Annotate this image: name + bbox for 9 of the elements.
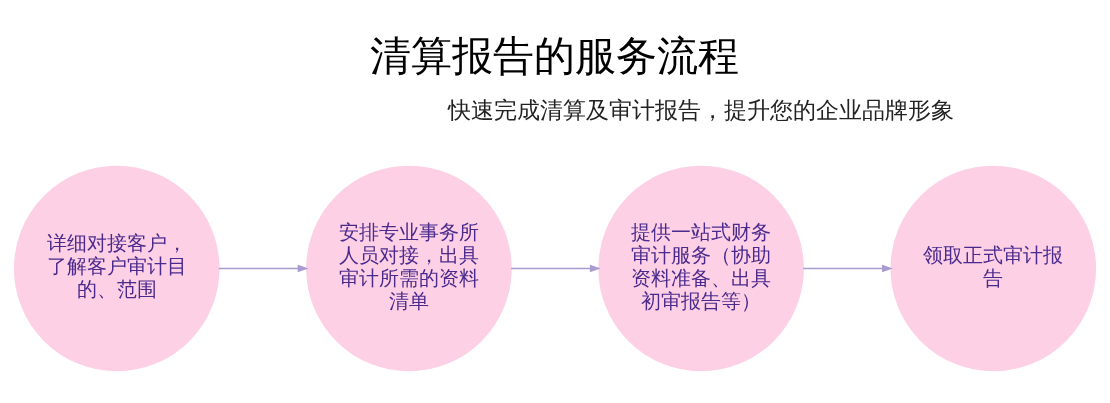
arrow xyxy=(802,264,893,273)
node-circle: 安排专业事务所人员对接，出具审计所需的资料清单 xyxy=(306,165,512,372)
node-circle: 领取正式审计报告 xyxy=(890,165,1097,372)
label: 快速完成清算及审计报告，提升您的企业品牌形象 xyxy=(448,96,955,123)
arrow xyxy=(510,264,601,273)
diagram-title: 清算报告的服务流程 xyxy=(370,32,740,81)
node-circle: 提供一站式财务审计服务（协助资料准备、出具初审报告等） xyxy=(598,165,804,372)
arrow xyxy=(218,264,309,273)
node-circle: 详细对接客户，了解客户审计目的、范围 xyxy=(13,165,220,372)
